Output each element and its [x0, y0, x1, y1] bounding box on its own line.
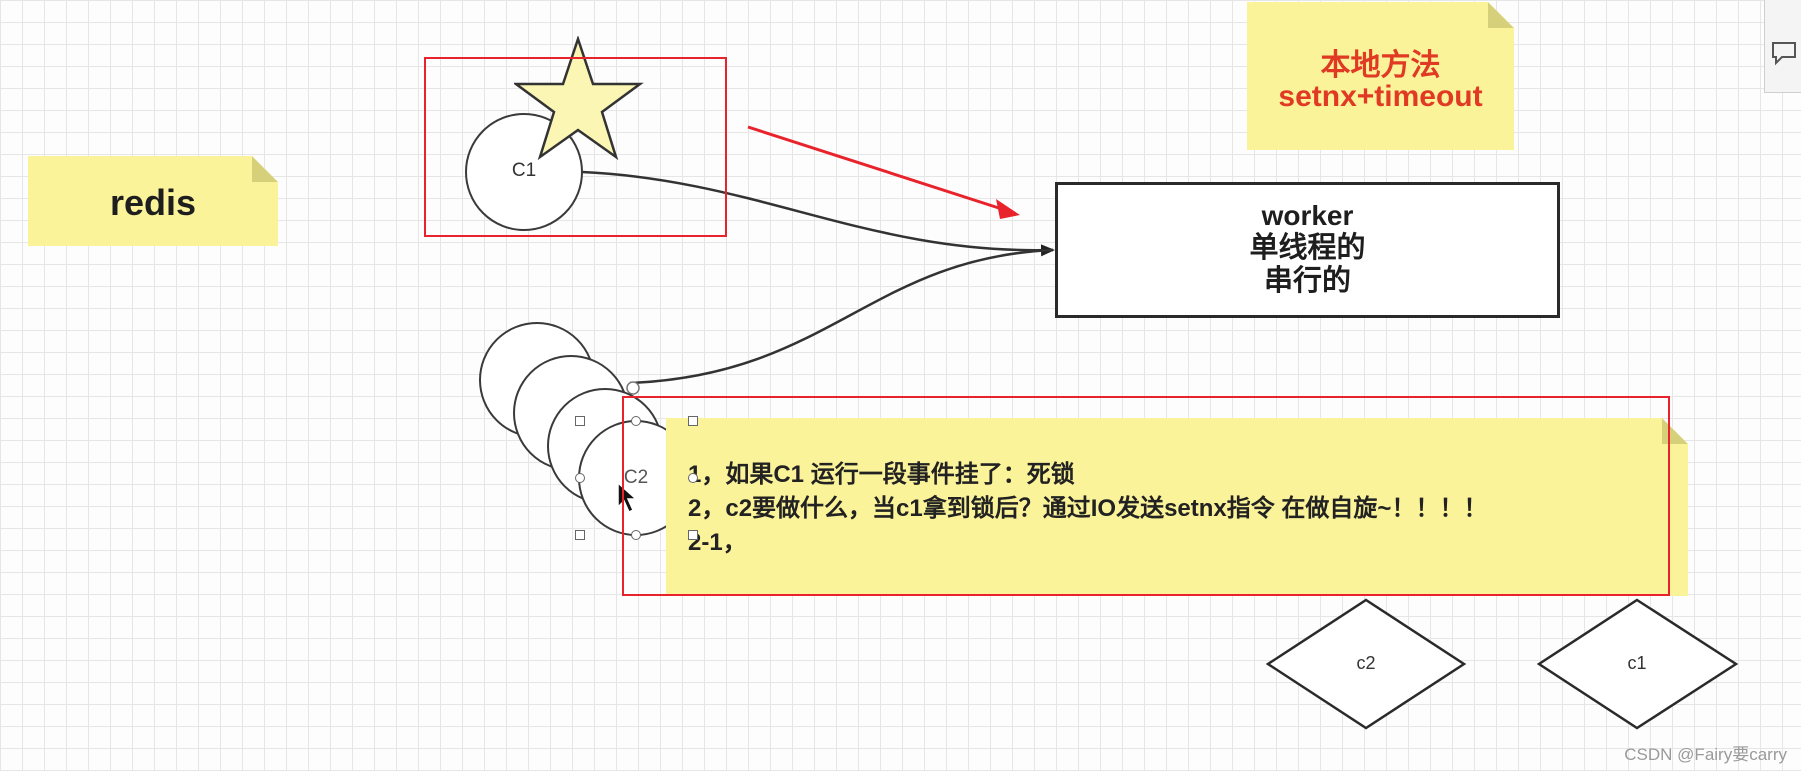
- red-arrow-head: [996, 199, 1020, 219]
- note-local-method-subtitle: setnx+timeout: [1278, 80, 1483, 113]
- selection-handle-se[interactable]: [688, 530, 698, 540]
- note-local-method-title: 本地方法: [1320, 49, 1441, 82]
- note-line-2: 2，c2要做什么，当c1拿到锁后？通过IO发送setnx指令 在做自旋~！！！！: [688, 495, 1488, 522]
- diamond-c1-label: c1: [1627, 653, 1647, 673]
- worker-box[interactable]: worker 单线程的 串行的: [1055, 182, 1560, 318]
- star-icon: [514, 36, 644, 161]
- note-line-1: 1，如果C1 运行一段事件挂了：死锁: [688, 461, 1075, 488]
- selection-handle-e[interactable]: [688, 473, 698, 483]
- note-lines: 1，如果C1 运行一段事件挂了：死锁 2，c2要做什么，当c1拿到锁后？通过IO…: [688, 458, 1487, 560]
- diamond-c2-shape[interactable]: [1265, 598, 1467, 730]
- note-deadlock-explanation[interactable]: 1，如果C1 运行一段事件挂了：死锁 2，c2要做什么，当c1拿到锁后？通过IO…: [666, 418, 1688, 596]
- diamond-c2-label: c2: [1356, 653, 1376, 673]
- connection-point: [626, 381, 640, 395]
- note-redis-text: redis: [109, 182, 197, 223]
- worker-title: worker: [1261, 200, 1354, 231]
- selection-handle-n[interactable]: [631, 416, 641, 426]
- watermark: CSDN @Fairy要carry: [1624, 745, 1787, 764]
- note-redis[interactable]: redis: [28, 156, 278, 246]
- connector-c2-worker: [629, 248, 1054, 385]
- worker-single-thread: 单线程的: [1249, 232, 1366, 264]
- diamond-c1-shape[interactable]: [1536, 598, 1739, 730]
- highlight-box-c1: [424, 57, 727, 237]
- connector-c1-worker: [581, 170, 1055, 257]
- worker-serial: 串行的: [1263, 265, 1351, 297]
- c1-label: C1: [511, 160, 537, 181]
- selection-handle-sw[interactable]: [575, 530, 585, 540]
- side-toolbar: [1764, 0, 1801, 93]
- c2-label: C2: [623, 467, 649, 488]
- note-local-method[interactable]: 本地方法 setnx+timeout: [1247, 2, 1514, 150]
- red-annotation-arrow: [747, 125, 1006, 212]
- selection-handle-w[interactable]: [575, 473, 585, 483]
- comment-icon[interactable]: [1770, 40, 1798, 66]
- selection-handle-ne[interactable]: [688, 416, 698, 426]
- highlight-box-note: [622, 396, 1670, 596]
- selection-handle-nw[interactable]: [575, 416, 585, 426]
- selection-handle-s[interactable]: [631, 530, 641, 540]
